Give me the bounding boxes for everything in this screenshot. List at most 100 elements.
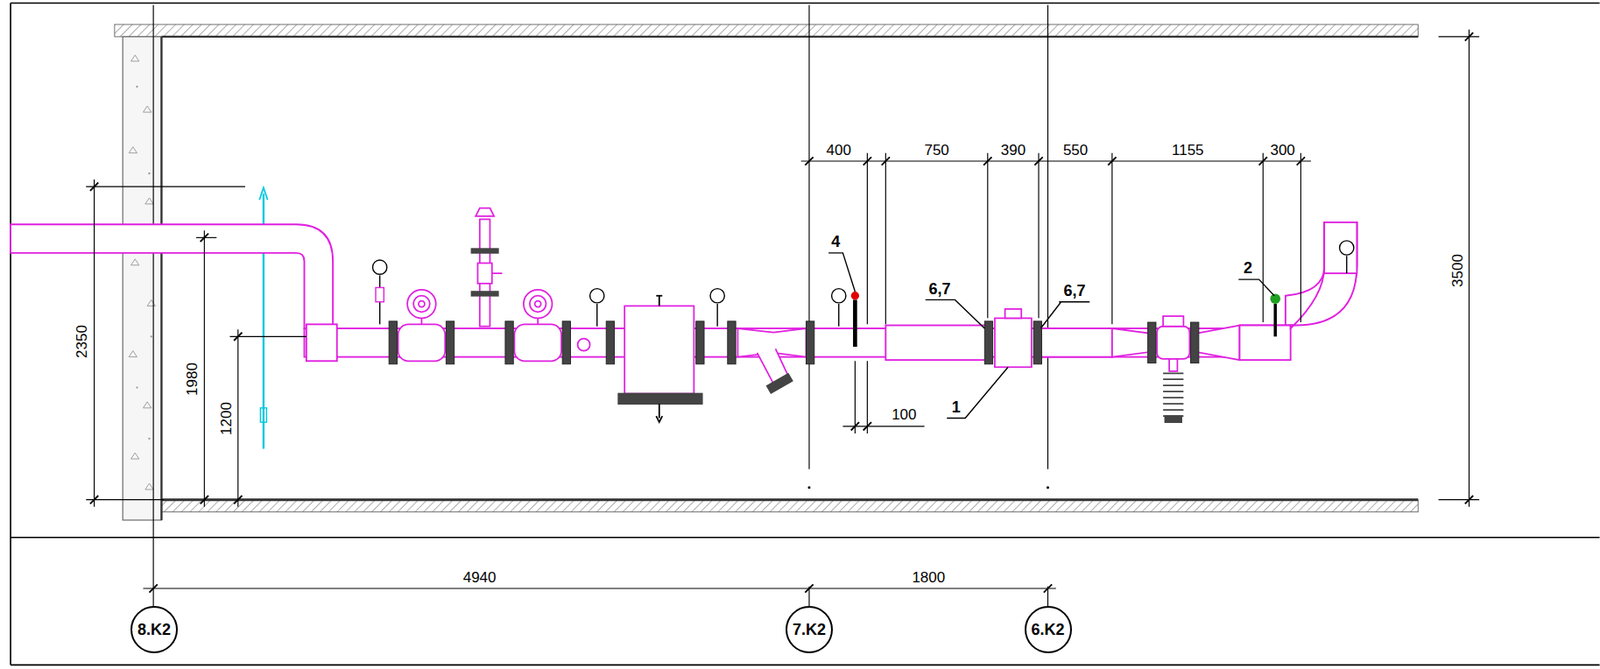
gate-valve xyxy=(421,317,423,325)
axis-label: 8.K2 xyxy=(137,621,171,638)
dimension-value: 750 xyxy=(923,142,949,158)
callout-number: 2 xyxy=(1243,260,1253,276)
gate-valve xyxy=(407,289,437,319)
dimension-line xyxy=(229,336,306,338)
dimension-line xyxy=(1468,29,1470,508)
concrete-wall xyxy=(128,147,137,154)
pressure-gauge xyxy=(373,260,388,275)
dimension-value: 300 xyxy=(1269,142,1295,158)
dimension-line xyxy=(1262,153,1264,323)
pressure-gauge xyxy=(716,303,718,327)
dimension-line xyxy=(986,153,988,319)
axis-line xyxy=(1047,5,1049,470)
dimension-value: 390 xyxy=(1000,142,1026,158)
concrete-wall xyxy=(135,386,138,388)
gate-valve xyxy=(413,296,430,313)
bypass-valve xyxy=(471,208,502,327)
dimension-line xyxy=(196,237,217,239)
dimension-value: 4940 xyxy=(463,570,497,586)
thermometer xyxy=(1269,293,1281,304)
dimension-value: 550 xyxy=(1063,142,1088,158)
leader-line xyxy=(828,253,1275,419)
pipe-flange xyxy=(388,321,397,365)
concrete-wall xyxy=(131,452,140,459)
sheet-frame xyxy=(10,2,1600,665)
dimension-line xyxy=(85,186,246,188)
dimension-value: 1155 xyxy=(1171,142,1205,158)
floor-slab xyxy=(161,500,1418,513)
mud-filter xyxy=(624,305,694,394)
concrete-wall xyxy=(131,55,140,62)
bypass-valve xyxy=(471,248,498,254)
flow-meter xyxy=(994,309,1032,367)
ceiling-slab xyxy=(114,24,1418,37)
pressure-regulator xyxy=(1162,373,1184,416)
sheet-frame xyxy=(10,536,1600,539)
axis-marker: 7.K2 xyxy=(785,606,833,654)
pipeline xyxy=(1195,325,1240,361)
dimension-line xyxy=(1438,35,1481,37)
pipeline xyxy=(1112,328,1151,358)
pressure-gauge xyxy=(831,288,846,304)
dimension-line xyxy=(90,182,99,504)
bypass-valve xyxy=(477,262,492,283)
concrete-wall xyxy=(122,36,162,521)
mud-filter xyxy=(577,296,703,423)
pressure-gauge xyxy=(373,240,1354,327)
pipe-flange xyxy=(805,321,814,365)
dimension-line xyxy=(1465,32,1474,504)
thermometer xyxy=(851,291,1281,347)
concrete-wall xyxy=(145,483,154,490)
dimension-line xyxy=(854,360,856,434)
cyan-riser xyxy=(259,187,268,200)
pipe-flange xyxy=(445,321,454,365)
flow-meter xyxy=(1005,309,1023,318)
concrete-wall xyxy=(148,437,150,440)
pressure-gauge xyxy=(375,287,384,302)
gate-valve xyxy=(529,296,547,313)
pipeline xyxy=(10,224,333,329)
pressure-regulator xyxy=(1169,359,1178,372)
pipeline xyxy=(306,324,338,361)
concrete-wall xyxy=(160,36,163,521)
pipe-flange xyxy=(1191,322,1199,364)
leader-line xyxy=(925,299,986,329)
axis-label: 6.K2 xyxy=(1031,621,1065,638)
pressure-gauge xyxy=(838,303,839,327)
dimension-line xyxy=(85,499,164,501)
dimension-value: 3500 xyxy=(1449,253,1465,288)
pressure-gauge xyxy=(596,303,598,327)
pressure-gauge xyxy=(710,288,725,304)
axis-line xyxy=(153,5,1049,607)
pipeline xyxy=(885,325,987,361)
dimension-line xyxy=(1438,499,1481,501)
dimension-line xyxy=(142,587,1056,589)
dimension-line xyxy=(801,160,1312,162)
mud-filter xyxy=(658,403,661,418)
gate-valve xyxy=(536,317,539,325)
axis-line xyxy=(1047,486,1050,489)
mud-filter xyxy=(655,295,663,297)
concrete-wall xyxy=(145,197,154,205)
dimension-value: 1200 xyxy=(218,401,233,436)
dimension-line xyxy=(233,332,242,505)
axis-line xyxy=(153,5,155,607)
floor-slab xyxy=(161,498,1418,501)
pressure-regulator xyxy=(1156,316,1190,423)
gate-valve xyxy=(523,289,553,319)
floor-slab xyxy=(161,500,1418,513)
pipeline xyxy=(1239,325,1290,361)
concrete-wall xyxy=(150,335,153,338)
gate-valve xyxy=(418,301,425,308)
mud-filter xyxy=(577,338,591,352)
pipe-flange xyxy=(505,321,514,365)
sheet-frame xyxy=(9,2,12,665)
bypass-valve xyxy=(471,291,498,297)
dimension-line xyxy=(866,153,868,325)
axis-marker: 6.K2 xyxy=(1024,606,1072,654)
callout-number: 4 xyxy=(831,233,840,250)
mud-filter xyxy=(655,415,663,423)
sheet-frame xyxy=(10,2,1600,5)
